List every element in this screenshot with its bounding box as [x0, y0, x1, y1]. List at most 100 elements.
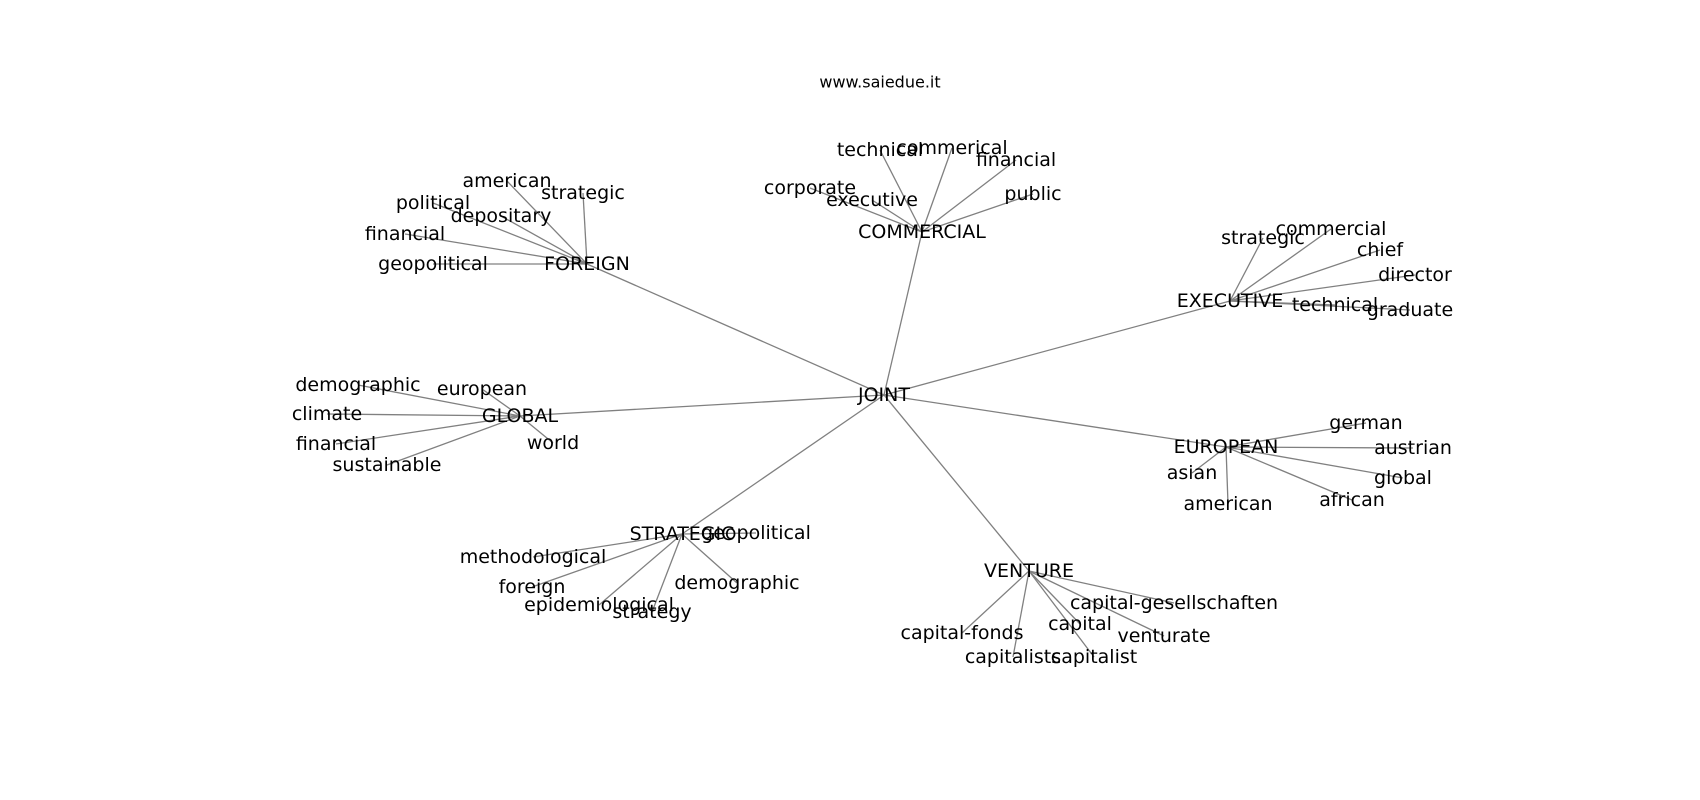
edge-foreign-american — [506, 180, 588, 265]
edge-european-german — [1225, 422, 1367, 448]
word-node-label: demographic — [295, 374, 420, 396]
edge-center-global — [519, 394, 885, 417]
hub-node-label-global: GLOBAL — [482, 405, 559, 427]
edge-strategic-foreign — [531, 533, 683, 588]
edge-venture-capital — [1028, 570, 1081, 625]
word-node-label: european — [437, 378, 527, 400]
word-node-label: capital-fonds — [901, 622, 1024, 644]
word-node-label: financial — [976, 149, 1056, 171]
edge-strategic-epidemiological — [598, 533, 683, 606]
edge-foreign-financial — [404, 233, 588, 265]
edge-european-american — [1225, 446, 1229, 505]
edge-global-demographic — [357, 384, 521, 417]
edge-european-austrian — [1225, 446, 1414, 449]
word-node-label: technical — [1292, 294, 1378, 316]
word-node-label: sustainable — [333, 454, 442, 476]
word-node-label: german — [1329, 412, 1402, 434]
word-node-label: strategic — [541, 182, 625, 204]
edge-layer — [326, 147, 1416, 658]
word-node-label: foreign — [499, 576, 566, 598]
word-node-label: world — [527, 432, 579, 454]
edge-center-venture — [883, 394, 1030, 572]
edge-foreign-depositary — [500, 215, 588, 265]
edge-venture-capital-fonds — [961, 570, 1030, 634]
word-node-label: political — [396, 192, 470, 214]
hub-node-label-strategic: STRATEGIC — [630, 523, 735, 545]
edge-european-global — [1225, 446, 1404, 479]
edge-commercial-technical — [879, 149, 923, 233]
edge-commercial-financial — [921, 159, 1017, 233]
word-node-label: methodological — [460, 546, 607, 568]
label-layer: www.saiedue.it JOINTFOREIGNamericanstrat… — [292, 73, 1453, 669]
hub-node-label-executive: EXECUTIVE — [1177, 290, 1283, 312]
hub-node-label-european: EUROPEAN — [1174, 436, 1279, 458]
edge-global-sustainable — [386, 415, 521, 466]
edge-global-financial — [335, 415, 521, 445]
edge-venture-capital-gesellschaften — [1028, 570, 1175, 604]
word-node-label: financial — [296, 433, 376, 455]
edge-strategic-methodological — [532, 533, 683, 558]
edge-executive-commercial — [1229, 228, 1332, 302]
word-node-label: capital-gesellschaften — [1070, 592, 1278, 614]
edge-foreign-political — [432, 202, 588, 265]
edge-venture-capitalists — [1012, 570, 1030, 658]
word-node-label: executive — [826, 189, 918, 211]
edge-commercial-corporate — [809, 187, 923, 233]
edge-global-european — [481, 388, 521, 417]
word-node-label: commerical — [896, 137, 1007, 159]
word-node-label: epidemiological — [524, 594, 674, 616]
edge-executive-strategic — [1229, 237, 1264, 302]
word-node-label: commercial — [1276, 218, 1387, 240]
word-node-label: director — [1378, 264, 1452, 286]
edge-strategic-geopolitical — [681, 532, 757, 535]
word-node-label: american — [1183, 493, 1272, 515]
word-node-label: venturate — [1117, 625, 1210, 647]
hub-node-label-commercial: COMMERCIAL — [858, 221, 986, 243]
edge-center-european — [883, 394, 1227, 448]
word-node-label: capitalists — [965, 646, 1061, 668]
edge-strategic-strategy — [651, 533, 683, 613]
word-node-label: graduate — [1367, 299, 1453, 321]
word-node-label: financial — [365, 223, 445, 245]
word-node-label: american — [462, 170, 551, 192]
word-node-label: corporate — [764, 177, 856, 199]
edge-global-world — [519, 415, 554, 444]
word-node-label: capitalist — [1051, 646, 1137, 668]
word-node-label: public — [1004, 183, 1061, 205]
edge-center-commercial — [883, 231, 923, 396]
edge-center-executive — [883, 300, 1231, 396]
edge-venture-capitalist — [1028, 570, 1095, 658]
hub-node-label-venture: VENTURE — [984, 560, 1074, 582]
center-node-label: JOINT — [857, 384, 910, 406]
word-node-label: global — [1374, 467, 1432, 489]
edge-global-climate — [326, 413, 521, 417]
word-node-label: depositary — [451, 205, 552, 227]
edge-center-strategic — [681, 394, 885, 535]
word-node-label: geopolitical — [378, 253, 488, 275]
edge-executive-director — [1229, 274, 1416, 302]
edge-european-african — [1225, 446, 1353, 501]
hub-node-label-foreign: FOREIGN — [544, 253, 630, 275]
word-node-label: geopolitical — [701, 522, 811, 544]
site-title: www.saiedue.it — [819, 73, 940, 92]
edge-commercial-public — [921, 193, 1034, 233]
word-node-label: capital — [1048, 613, 1112, 635]
edge-commercial-executive — [871, 199, 923, 233]
edge-venture-venturate — [1028, 570, 1165, 637]
word-node-label: climate — [292, 403, 362, 425]
word-node-label: technical — [837, 139, 923, 161]
edge-foreign-strategic — [582, 192, 588, 265]
edge-center-foreign — [586, 263, 885, 396]
word-node-label: strategic — [1221, 227, 1305, 249]
edge-strategic-demographic — [681, 533, 738, 584]
word-node-label: demographic — [674, 572, 799, 594]
word-node-label: asian — [1167, 462, 1218, 484]
edge-executive-graduate — [1229, 300, 1411, 311]
word-node-label: strategy — [612, 601, 691, 623]
word-node-label: chief — [1357, 239, 1404, 261]
word-node-label: austrian — [1374, 437, 1452, 459]
edge-commercial-commerical — [921, 147, 953, 233]
edge-executive-chief — [1229, 249, 1381, 302]
edge-european-asian — [1191, 446, 1227, 474]
